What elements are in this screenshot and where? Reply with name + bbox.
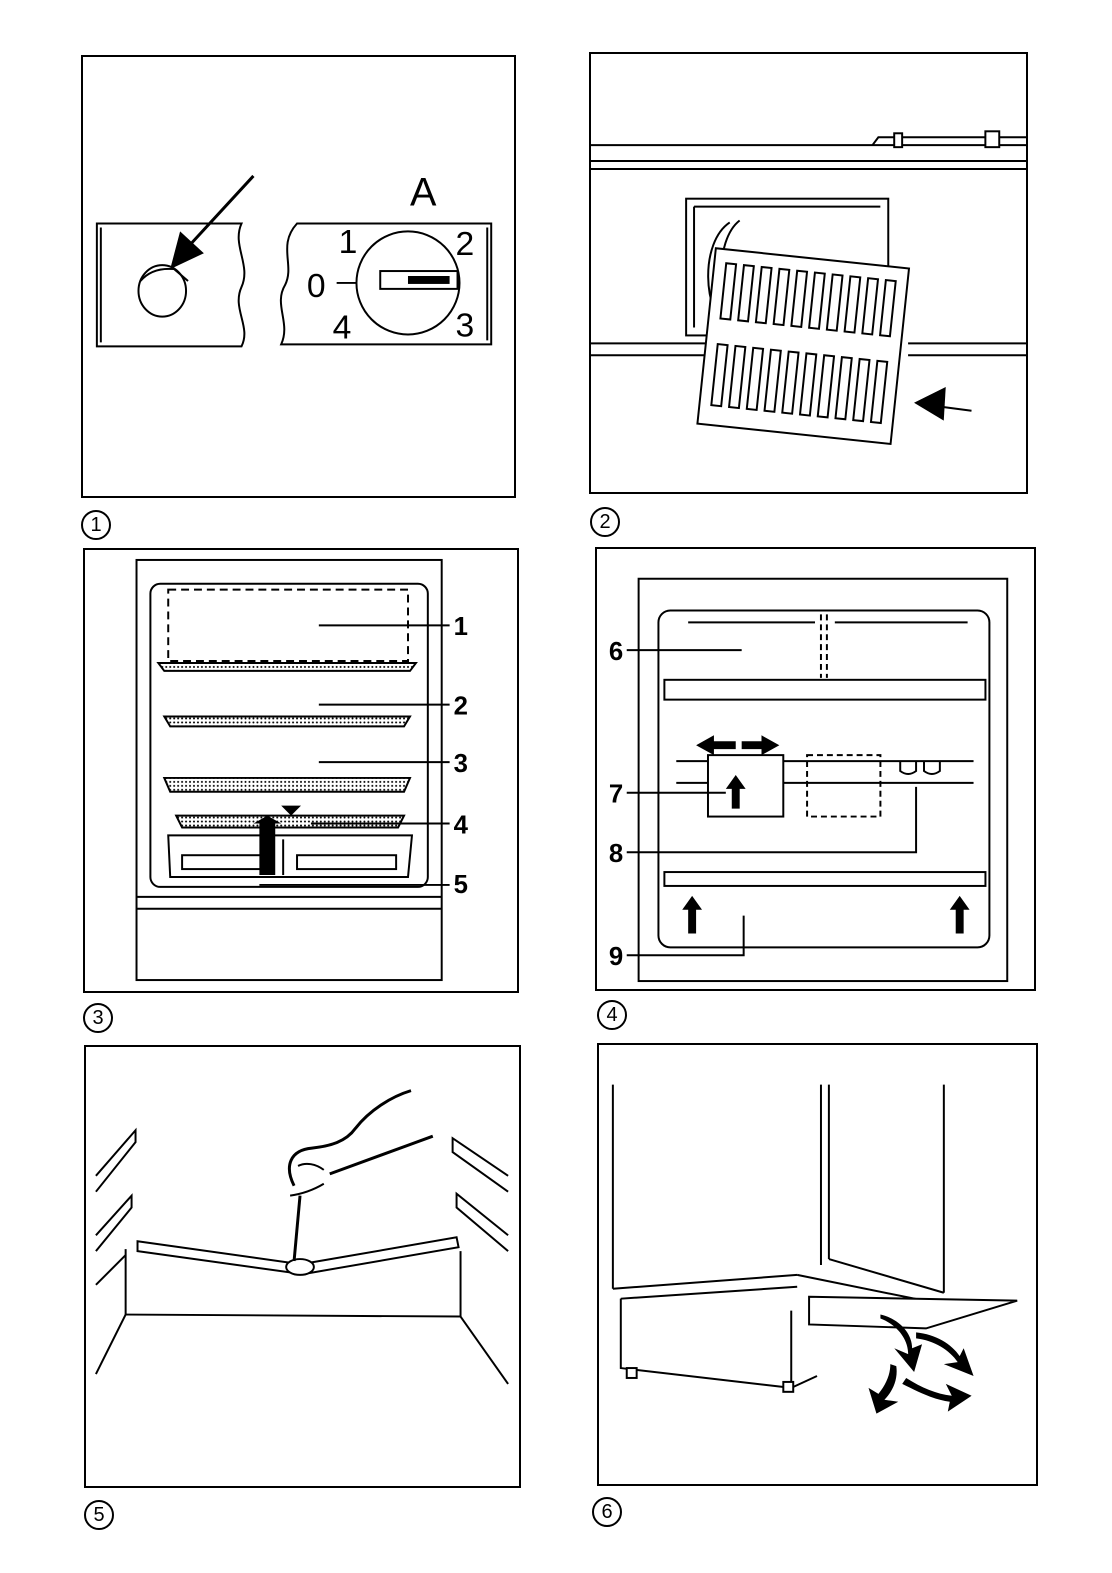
door-box bbox=[708, 755, 783, 816]
hand-icon bbox=[289, 1091, 411, 1186]
callout-8: 8 bbox=[609, 840, 623, 868]
figure-number-6: 6 bbox=[592, 1497, 622, 1527]
arrow-icon bbox=[914, 387, 946, 421]
figure-number-3: 3 bbox=[83, 1003, 113, 1033]
callout-9: 9 bbox=[609, 943, 623, 971]
drain-channel-illustration bbox=[86, 1047, 519, 1486]
arrow-up-icon bbox=[682, 896, 702, 934]
drain-hole-icon bbox=[286, 1259, 314, 1275]
figure-number-1: 1 bbox=[81, 510, 111, 540]
dial-mark-4: 4 bbox=[333, 309, 352, 346]
callout-3: 3 bbox=[454, 750, 468, 778]
ventilation-grille-illustration bbox=[591, 54, 1026, 492]
figure-3-panel: 1 2 3 4 5 bbox=[83, 548, 519, 993]
door-shelves-illustration: 6 7 8 9 bbox=[597, 549, 1034, 989]
airflow-arrow-icon bbox=[869, 1364, 899, 1414]
dial-mark-0: 0 bbox=[307, 268, 326, 305]
arrow-icon bbox=[281, 806, 301, 816]
callout-2: 2 bbox=[454, 693, 468, 721]
figure-6-panel bbox=[597, 1043, 1038, 1486]
callout-1: 1 bbox=[454, 613, 468, 641]
arrow-left-icon bbox=[696, 735, 736, 755]
callout-5: 5 bbox=[454, 871, 468, 899]
dial-mark-3: 3 bbox=[456, 307, 475, 344]
dial-mark-1: 1 bbox=[339, 224, 358, 261]
plinth-grille bbox=[809, 1297, 1017, 1329]
airflow-arrow-icon bbox=[902, 1378, 971, 1412]
figure-1-panel: A 0 1 2 3 4 bbox=[81, 55, 516, 498]
callout-6: 6 bbox=[609, 638, 623, 666]
shelves-illustration: 1 2 3 4 5 bbox=[85, 550, 517, 991]
callout-4: 4 bbox=[454, 811, 469, 839]
dial-mark-2: 2 bbox=[456, 226, 475, 263]
plinth-airflow-illustration bbox=[599, 1045, 1036, 1484]
figure-number-4: 4 bbox=[597, 1000, 627, 1030]
figure-4-panel: 6 7 8 9 bbox=[595, 547, 1036, 991]
thermostat-control-illustration: A 0 1 2 3 4 bbox=[83, 57, 514, 496]
figure-2-panel bbox=[589, 52, 1028, 494]
figure-number-2: 2 bbox=[590, 507, 620, 537]
dial-letter: A bbox=[410, 171, 437, 215]
airflow-arrow-icon bbox=[916, 1332, 973, 1376]
figure-number-5: 5 bbox=[84, 1500, 114, 1530]
arrow-up-icon bbox=[950, 896, 970, 934]
grille-panel bbox=[697, 248, 909, 444]
figure-5-panel bbox=[84, 1045, 521, 1488]
arrow-right-icon bbox=[742, 735, 780, 755]
callout-7: 7 bbox=[609, 781, 623, 809]
